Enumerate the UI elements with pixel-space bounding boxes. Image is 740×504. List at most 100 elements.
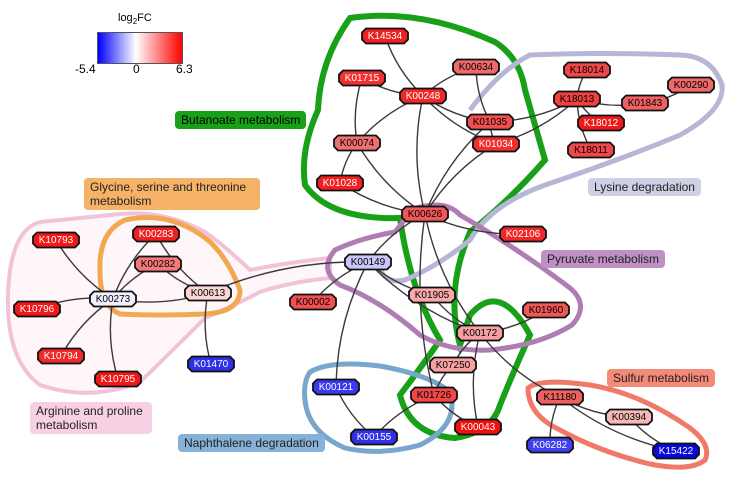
node-label: K02106 bbox=[506, 229, 541, 240]
node-label: K18013 bbox=[560, 94, 595, 105]
node-K00273[interactable]: K00273 bbox=[89, 290, 137, 308]
edge-K00626-K00172 bbox=[424, 213, 481, 334]
node-K11180[interactable]: K11180 bbox=[536, 388, 584, 406]
node-shape bbox=[401, 205, 449, 223]
node-K18013[interactable]: K18013 bbox=[553, 90, 601, 108]
edge-K14534-K00248 bbox=[384, 35, 424, 97]
node-label: K15422 bbox=[659, 446, 694, 457]
node-K00155[interactable]: K00155 bbox=[350, 428, 398, 446]
node-K00248[interactable]: K00248 bbox=[399, 87, 447, 105]
node-label: K00394 bbox=[612, 412, 647, 423]
node-label: K00283 bbox=[139, 229, 174, 240]
node-K00282[interactable]: K00282 bbox=[134, 255, 182, 273]
node-shape bbox=[605, 408, 653, 426]
node-K01034[interactable]: K01034 bbox=[472, 135, 520, 153]
node-shape bbox=[338, 69, 386, 87]
node-label: K00074 bbox=[340, 138, 375, 149]
node-shape bbox=[316, 174, 364, 192]
region-glycine bbox=[97, 215, 243, 318]
node-label: K11180 bbox=[544, 392, 577, 403]
node-K18012[interactable]: K18012 bbox=[577, 114, 625, 132]
node-shape bbox=[429, 356, 477, 374]
node-K00074[interactable]: K00074 bbox=[333, 134, 381, 152]
node-label: K01843 bbox=[628, 98, 663, 109]
node-K01726[interactable]: K01726 bbox=[410, 386, 458, 404]
node-K15422[interactable]: K15422 bbox=[652, 442, 700, 460]
node-shape bbox=[134, 255, 182, 273]
node-K00290[interactable]: K00290 bbox=[667, 76, 715, 94]
node-label: K00002 bbox=[296, 297, 331, 308]
node-shape bbox=[472, 135, 520, 153]
node-shape bbox=[32, 231, 80, 249]
node-label: K00155 bbox=[357, 432, 392, 443]
node-shape bbox=[410, 386, 458, 404]
region-naphthalene bbox=[302, 361, 455, 454]
node-K01470[interactable]: K01470 bbox=[187, 355, 235, 373]
node-shape bbox=[526, 436, 574, 454]
node-shape bbox=[466, 113, 514, 131]
node-label: K00121 bbox=[319, 382, 354, 393]
legend-mid-label: 0 bbox=[133, 62, 140, 76]
node-K10793[interactable]: K10793 bbox=[32, 231, 80, 249]
network-nodes: K14534K01715K00634K00248K01035K01034K000… bbox=[13, 27, 715, 460]
node-K01905[interactable]: K01905 bbox=[408, 286, 456, 304]
node-K10796[interactable]: K10796 bbox=[13, 300, 61, 318]
node-K00121[interactable]: K00121 bbox=[312, 378, 360, 396]
node-label: K01726 bbox=[417, 390, 452, 401]
node-shape bbox=[361, 27, 409, 45]
node-K01715[interactable]: K01715 bbox=[338, 69, 386, 87]
node-K01960[interactable]: K01960 bbox=[522, 301, 570, 319]
node-K00394[interactable]: K00394 bbox=[605, 408, 653, 426]
node-K10795[interactable]: K10795 bbox=[94, 370, 142, 388]
node-K02106[interactable]: K02106 bbox=[499, 225, 547, 243]
node-K18011[interactable]: K18011 bbox=[567, 141, 615, 159]
edge-K00172-K00043 bbox=[472, 332, 481, 428]
node-shape bbox=[452, 58, 500, 76]
node-shape bbox=[454, 418, 502, 436]
node-label: K10795 bbox=[101, 374, 136, 385]
node-K00283[interactable]: K00283 bbox=[132, 225, 180, 243]
node-K00626[interactable]: K00626 bbox=[401, 205, 449, 223]
node-K14534[interactable]: K14534 bbox=[361, 27, 409, 45]
edge-K00074-K00626 bbox=[356, 142, 426, 215]
node-shape bbox=[89, 290, 137, 308]
node-K00149[interactable]: K00149 bbox=[344, 253, 392, 271]
node-label: K00634 bbox=[459, 62, 494, 73]
node-K18014[interactable]: K18014 bbox=[563, 61, 611, 79]
node-label: K18014 bbox=[570, 65, 605, 76]
node-K06282[interactable]: K06282 bbox=[526, 436, 574, 454]
node-shape bbox=[187, 355, 235, 373]
node-shape bbox=[350, 428, 398, 446]
label-glycine: Glycine, serine and threonine metabolism bbox=[84, 178, 260, 210]
node-K01028[interactable]: K01028 bbox=[316, 174, 364, 192]
label-lysine: Lysine degradation bbox=[588, 178, 701, 196]
node-shape bbox=[132, 225, 180, 243]
label-butanoate: Butanoate metabolism bbox=[175, 111, 307, 129]
node-shape bbox=[667, 76, 715, 94]
node-label: K00248 bbox=[406, 91, 441, 102]
node-K01843[interactable]: K01843 bbox=[621, 94, 669, 112]
node-K10794[interactable]: K10794 bbox=[37, 347, 85, 365]
node-K01035[interactable]: K01035 bbox=[466, 113, 514, 131]
node-label: K18012 bbox=[584, 118, 619, 129]
region-pyruvate bbox=[325, 202, 583, 353]
node-shape bbox=[456, 324, 504, 342]
label-sulfur: Sulfur metabolism bbox=[607, 369, 716, 387]
node-K00613[interactable]: K00613 bbox=[184, 284, 232, 302]
node-K00002[interactable]: K00002 bbox=[289, 293, 337, 311]
node-label: K10794 bbox=[44, 351, 79, 362]
node-K00634[interactable]: K00634 bbox=[452, 58, 500, 76]
node-shape bbox=[333, 134, 381, 152]
edge-K01715-K00074 bbox=[354, 77, 363, 144]
node-K07250[interactable]: K07250 bbox=[429, 356, 477, 374]
node-shape bbox=[499, 225, 547, 243]
node-shape bbox=[522, 301, 570, 319]
node-label: K00172 bbox=[463, 328, 498, 339]
region-lysine bbox=[375, 51, 725, 284]
label-naphthalene: Naphthalene degradation bbox=[178, 434, 325, 452]
node-label: K18011 bbox=[574, 145, 608, 156]
node-K00043[interactable]: K00043 bbox=[454, 418, 502, 436]
node-K00172[interactable]: K00172 bbox=[456, 324, 504, 342]
node-label: K00043 bbox=[461, 422, 496, 433]
